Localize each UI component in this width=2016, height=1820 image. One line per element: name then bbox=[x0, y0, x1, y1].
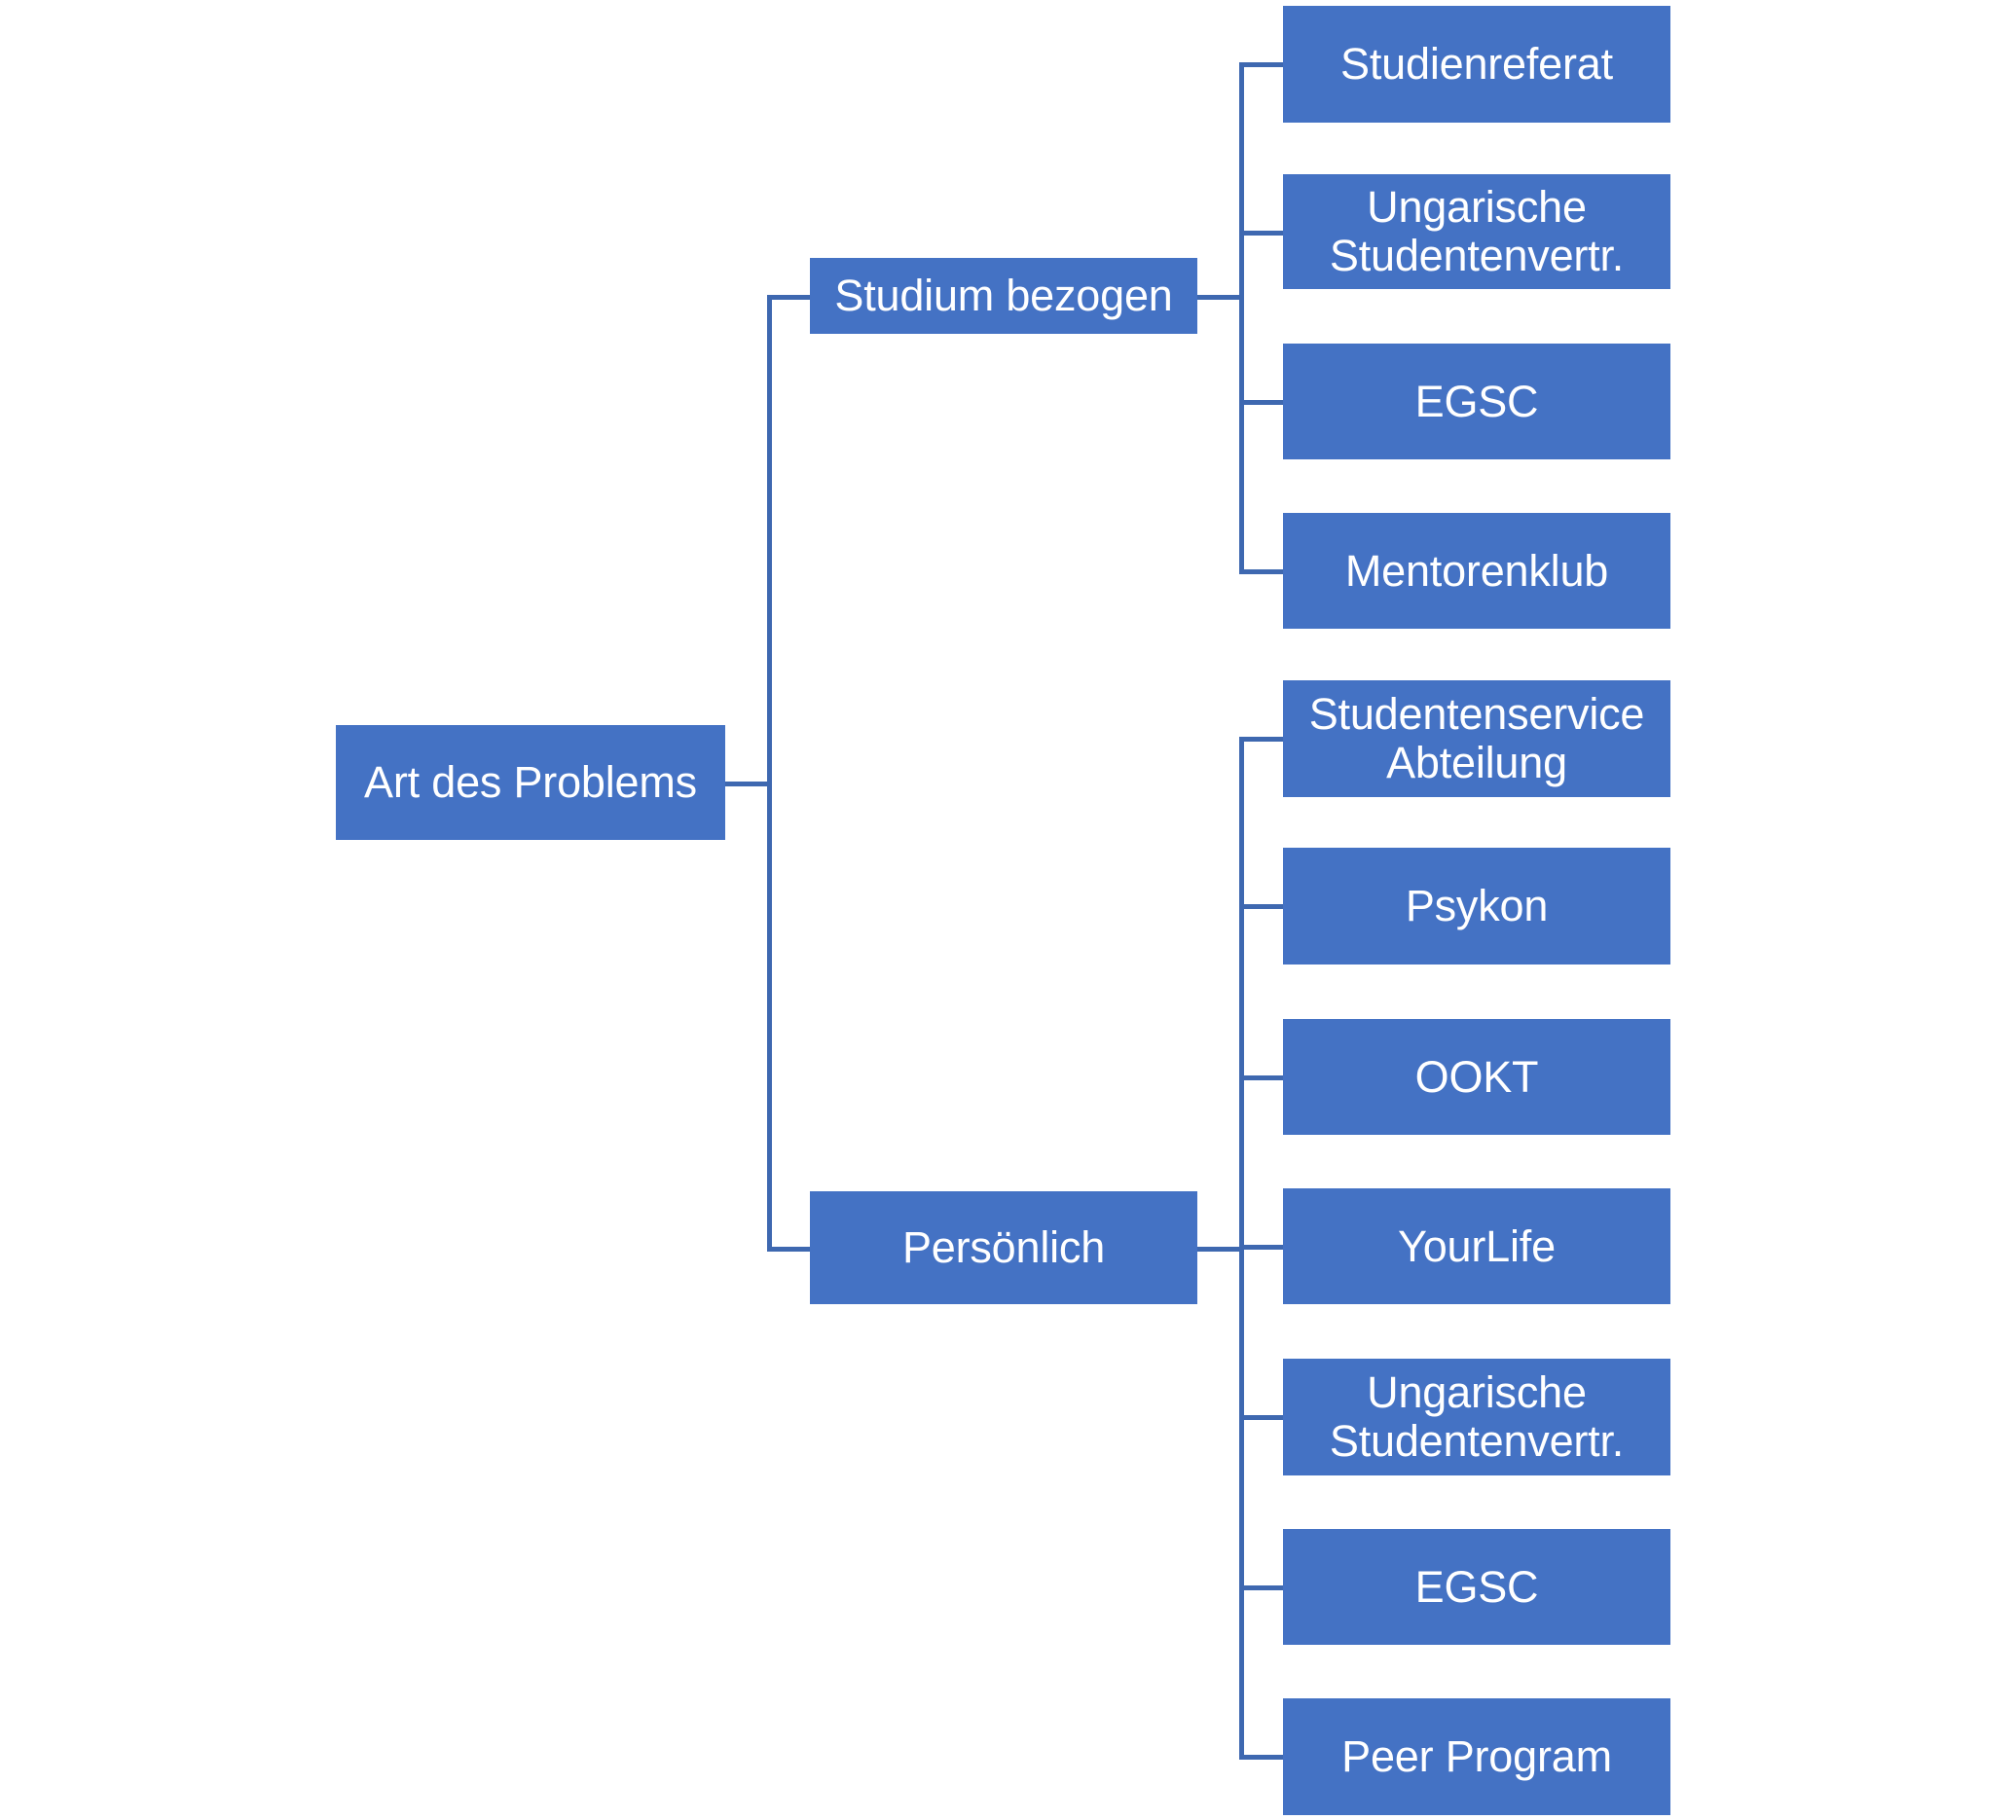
node-leaf-psykon[interactable]: Psykon bbox=[1283, 848, 1670, 965]
connector-studium-child-2 bbox=[1239, 231, 1284, 236]
node-leaf-studentenservice-abteilung[interactable]: Studentenservice Abteilung bbox=[1283, 680, 1670, 797]
connector-studium-child-1 bbox=[1239, 62, 1284, 67]
node-branch-persoenlich[interactable]: Persönlich bbox=[810, 1191, 1197, 1304]
connector-studium-stub bbox=[1197, 295, 1244, 300]
node-leaf-ookt[interactable]: OOKT bbox=[1283, 1019, 1670, 1135]
connector-root-trunk bbox=[767, 297, 772, 1251]
node-leaf-yourlife[interactable]: YourLife bbox=[1283, 1188, 1670, 1304]
node-branch-studium-bezogen[interactable]: Studium bezogen bbox=[810, 258, 1197, 334]
node-leaf-ungarische-studentenvertr-studium[interactable]: Ungarische Studentenvertr. bbox=[1283, 174, 1670, 289]
node-leaf-mentorenklub[interactable]: Mentorenklub bbox=[1283, 513, 1670, 629]
connector-persoenlich-child-5 bbox=[1239, 1415, 1284, 1420]
node-leaf-ungarische-studentenvertr-persoenlich[interactable]: Ungarische Studentenvertr. bbox=[1283, 1359, 1670, 1475]
connector-persoenlich-child-7 bbox=[1239, 1755, 1284, 1760]
connector-to-studium-bezogen bbox=[767, 295, 812, 300]
connector-persoenlich-child-4 bbox=[1239, 1245, 1284, 1250]
connector-studium-child-3 bbox=[1239, 400, 1284, 405]
node-root-art-des-problems[interactable]: Art des Problems bbox=[336, 725, 725, 840]
node-leaf-peer-program[interactable]: Peer Program bbox=[1283, 1698, 1670, 1815]
connector-persoenlich-child-2 bbox=[1239, 904, 1284, 909]
node-leaf-studienreferat[interactable]: Studienreferat bbox=[1283, 6, 1670, 123]
connector-persoenlich-child-6 bbox=[1239, 1585, 1284, 1590]
connector-to-persoenlich bbox=[767, 1247, 812, 1252]
node-leaf-egsc-persoenlich[interactable]: EGSC bbox=[1283, 1529, 1670, 1645]
connector-persoenlich-stub bbox=[1197, 1247, 1244, 1252]
node-leaf-egsc-studium[interactable]: EGSC bbox=[1283, 344, 1670, 459]
connector-persoenlich-child-3 bbox=[1239, 1075, 1284, 1080]
connector-root-stub bbox=[725, 782, 772, 786]
connector-studium-child-4 bbox=[1239, 569, 1284, 574]
connector-studium-trunk bbox=[1239, 63, 1244, 572]
connector-persoenlich-child-1 bbox=[1239, 737, 1284, 742]
